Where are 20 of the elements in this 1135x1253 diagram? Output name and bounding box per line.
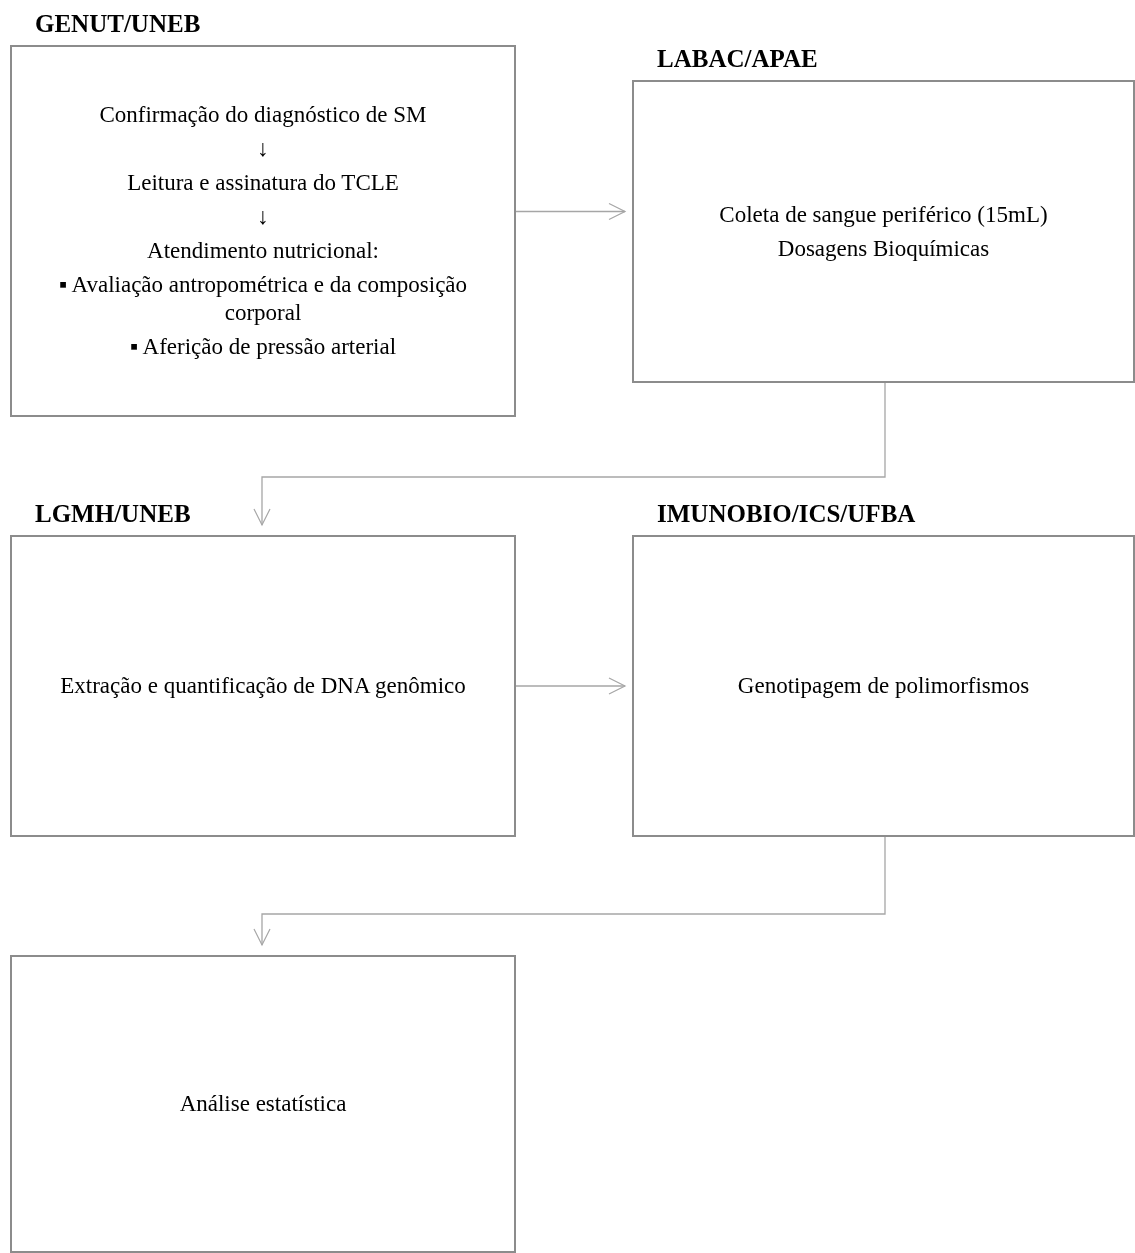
step-text: Extração e quantificação de DNA genômico [60, 672, 466, 700]
arrow [515, 202, 626, 221]
arrow [253, 382, 886, 526]
down-arrow-glyph: ↓ [257, 135, 269, 163]
step-text: Leitura e assinatura do TCLE [127, 169, 399, 197]
lab-heading: LGMH/UNEB [35, 499, 191, 529]
arrow [515, 677, 626, 695]
step-text: Dosagens Bioquímicas [777, 234, 990, 263]
step-text: Genotipagem de polimorfismos [737, 672, 1030, 700]
step-text: Coleta de sangue periférico (15mL) [719, 200, 1048, 229]
step-text: Atendimento nutricional: [147, 237, 379, 265]
lab-heading: GENUT/UNEB [35, 9, 201, 39]
step-text: ▪ Aferição de pressão arterial [129, 333, 397, 361]
lab-heading: IMUNOBIO/ICS/UFBA [657, 499, 916, 529]
down-arrow-glyph: ↓ [257, 203, 269, 231]
step-text: ▪ Avaliação antropométrica e da composição corporal [57, 271, 469, 327]
step-text: Confirmação do diagnóstico de SM [99, 101, 427, 129]
arrow [253, 836, 886, 946]
step-text: Análise estatística [179, 1090, 347, 1118]
lab-heading: LABAC/APAE [657, 44, 818, 74]
